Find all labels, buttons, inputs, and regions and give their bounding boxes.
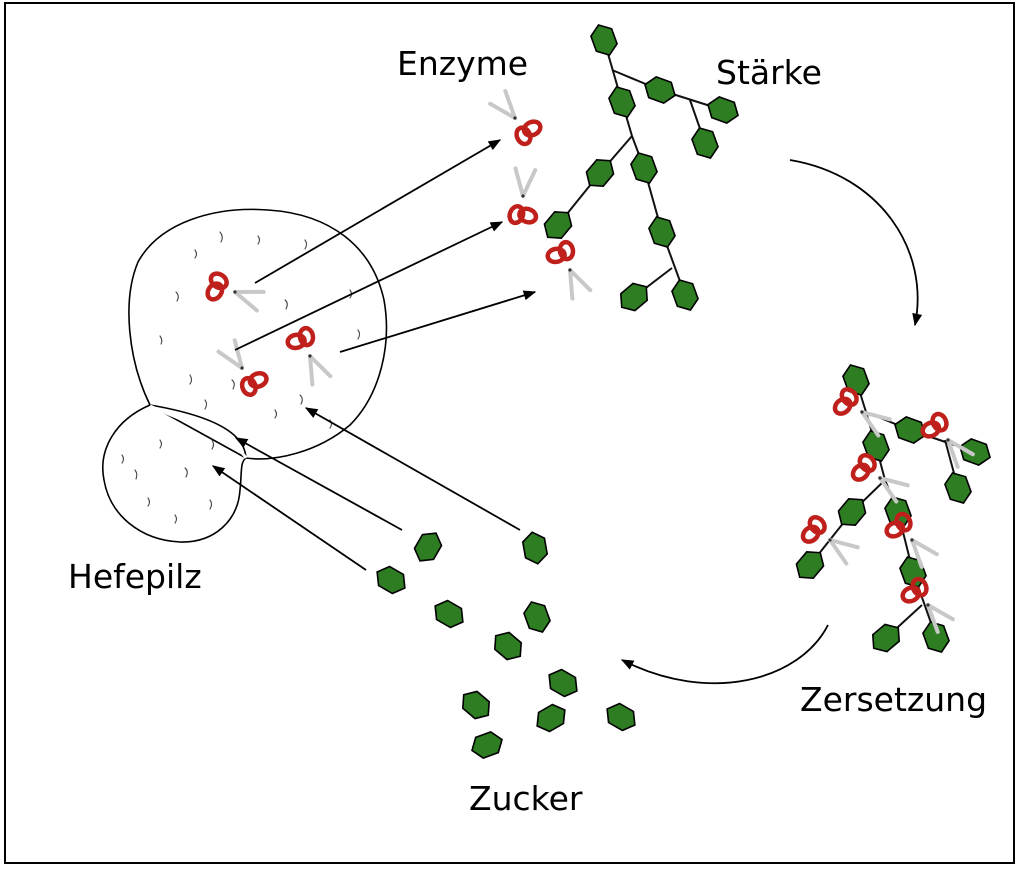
sugar-molecules [370, 526, 642, 762]
yeast-cell [102, 208, 388, 543]
enzyme-label: Enzyme [397, 44, 529, 83]
decomposition-label: Zersetzung [800, 680, 988, 719]
cycle-arrows [620, 159, 923, 685]
sugar-label: Zucker [469, 779, 583, 818]
secreted-enzyme-scissors-icon [487, 90, 546, 148]
yeast-label: Hefepilz [68, 557, 202, 596]
secreted-enzyme-scissors-icon [534, 234, 604, 303]
starch-molecule [538, 20, 743, 317]
decomposition-molecule [790, 360, 995, 658]
yeast-cytoplasm-texture [121, 231, 361, 524]
starch-label: Stärke [716, 53, 822, 92]
yeast-mother-cell [128, 208, 388, 460]
secretion-arrows [234, 139, 537, 353]
uptake-arrows [211, 407, 521, 571]
